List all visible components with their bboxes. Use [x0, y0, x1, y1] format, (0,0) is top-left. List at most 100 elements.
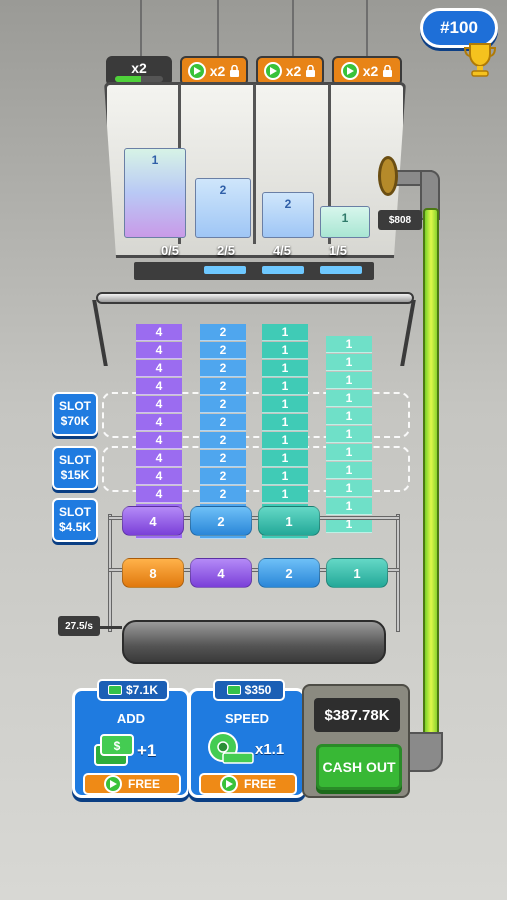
bill: 1 [262, 450, 308, 467]
play-ad-icon [340, 62, 359, 80]
bill: 4 [136, 324, 182, 341]
money-pipe [423, 208, 439, 738]
cash-stack-label: 2 [284, 197, 292, 211]
bill: 1 [326, 336, 372, 353]
play-ad-icon [219, 775, 238, 793]
cash-stack: 1 [320, 206, 370, 238]
cash-icon [107, 685, 122, 695]
hopper-divider [253, 84, 256, 244]
hopper-value-tag: $808 [378, 210, 422, 230]
roller-label: 2 [285, 565, 293, 581]
upgrade-title: ADD [116, 711, 146, 726]
roller-bar [108, 568, 400, 572]
roller-label: 4 [149, 513, 157, 529]
bill: 1 [262, 414, 308, 431]
buy-slot-4-5k-button[interactable]: SLOT $4.5K [52, 498, 98, 542]
bill: 1 [262, 360, 308, 377]
bill: 2 [200, 486, 246, 503]
bill: 1 [262, 468, 308, 485]
multiplier-progress-bar [115, 76, 163, 82]
bill: 1 [262, 486, 308, 503]
locked-slot-area [102, 446, 410, 492]
hanging-wire [217, 0, 219, 56]
hopper-count: 1/5 [328, 243, 348, 258]
cash-stack-label: 1 [341, 211, 349, 225]
bill: 1 [326, 444, 372, 461]
slot-light [262, 266, 304, 274]
play-ad-icon [103, 775, 122, 793]
multiplier-label: x2 [285, 63, 302, 79]
bill: 4 [136, 468, 182, 485]
bill: 1 [326, 480, 372, 497]
roller-label: 8 [149, 565, 157, 581]
bill: 1 [326, 354, 372, 371]
play-ad-icon [263, 62, 282, 80]
buy-slot-15k-button[interactable]: SLOT $15K [52, 446, 98, 490]
bill: 1 [326, 372, 372, 389]
bill: 2 [200, 468, 246, 485]
bill: 2 [200, 378, 246, 395]
free-label: FREE [243, 777, 276, 791]
pipe-ring [378, 156, 398, 196]
svg-text:$: $ [114, 739, 121, 753]
bill: 4 [136, 486, 182, 503]
roller: 4 [122, 506, 184, 536]
pipe-elbow [405, 732, 443, 772]
cash-stack: 2 [195, 178, 251, 238]
bill: 1 [326, 462, 372, 479]
multiplier-label: x2 [209, 63, 226, 79]
rank-badge[interactable]: #100 [420, 8, 498, 48]
bill: 1 [262, 324, 308, 341]
cash-stack-label: 1 [151, 153, 159, 167]
top-rail [96, 292, 414, 304]
play-ad-icon [187, 62, 206, 80]
roller: 2 [258, 558, 320, 588]
speed-rate-tag: 27.5/s [58, 616, 100, 636]
upgrade-bonus: +1 [137, 741, 157, 760]
cash-out-button[interactable]: CASH OUT [316, 744, 402, 790]
buy-slot-70k-button[interactable]: SLOT $70K [52, 392, 98, 436]
bill: 1 [326, 498, 372, 515]
cash-stack-label: 2 [219, 183, 227, 197]
bill: 4 [136, 342, 182, 359]
cash-icon [226, 685, 241, 695]
slot-price: $70K [60, 414, 90, 428]
hopper-base [134, 262, 374, 280]
add-upgrade-card[interactable]: $7.1K ADD $ +1 FREE [72, 679, 190, 798]
multiplier-button-1[interactable]: x2 [106, 56, 172, 86]
speed-upgrade-card[interactable]: $350 SPEED x1.1 FREE [188, 679, 306, 798]
upgrade-title: SPEED [224, 711, 270, 726]
money-column: 444444444444 [136, 324, 182, 544]
roller-frame [396, 514, 400, 632]
hopper-divider [328, 84, 331, 244]
hopper-count: 0/5 [160, 243, 180, 258]
bill: 4 [136, 378, 182, 395]
hanging-wire [140, 0, 142, 56]
multiplier-button-4[interactable]: x2 [332, 56, 402, 86]
locked-slot-area [102, 392, 410, 438]
bill: 2 [200, 342, 246, 359]
hopper-counts: 0/5 2/5 4/5 1/5 [134, 243, 374, 265]
bill: 2 [200, 414, 246, 431]
multiplier-button-3[interactable]: x2 [256, 56, 324, 86]
lock-icon [230, 65, 240, 77]
bill: 1 [262, 342, 308, 359]
bill: 1 [326, 426, 372, 443]
balance-display: $387.78K [314, 698, 400, 732]
free-label: FREE [127, 777, 160, 791]
roller-label: 2 [217, 513, 225, 529]
lock-icon [383, 65, 393, 77]
lock-icon [306, 65, 316, 77]
press-roller [122, 620, 386, 664]
bill: 1 [262, 432, 308, 449]
add-free-button[interactable]: FREE [83, 773, 181, 795]
multiplier-label: x2 [362, 63, 379, 79]
cash-stack-icon: $ [94, 734, 134, 766]
speed-free-button[interactable]: FREE [199, 773, 297, 795]
multiplier-button-2[interactable]: x2 [180, 56, 248, 86]
multiplier-label: x2 [131, 60, 147, 76]
hopper-count: 4/5 [272, 243, 292, 258]
hanging-wire [366, 0, 368, 56]
slot-light [320, 266, 362, 274]
